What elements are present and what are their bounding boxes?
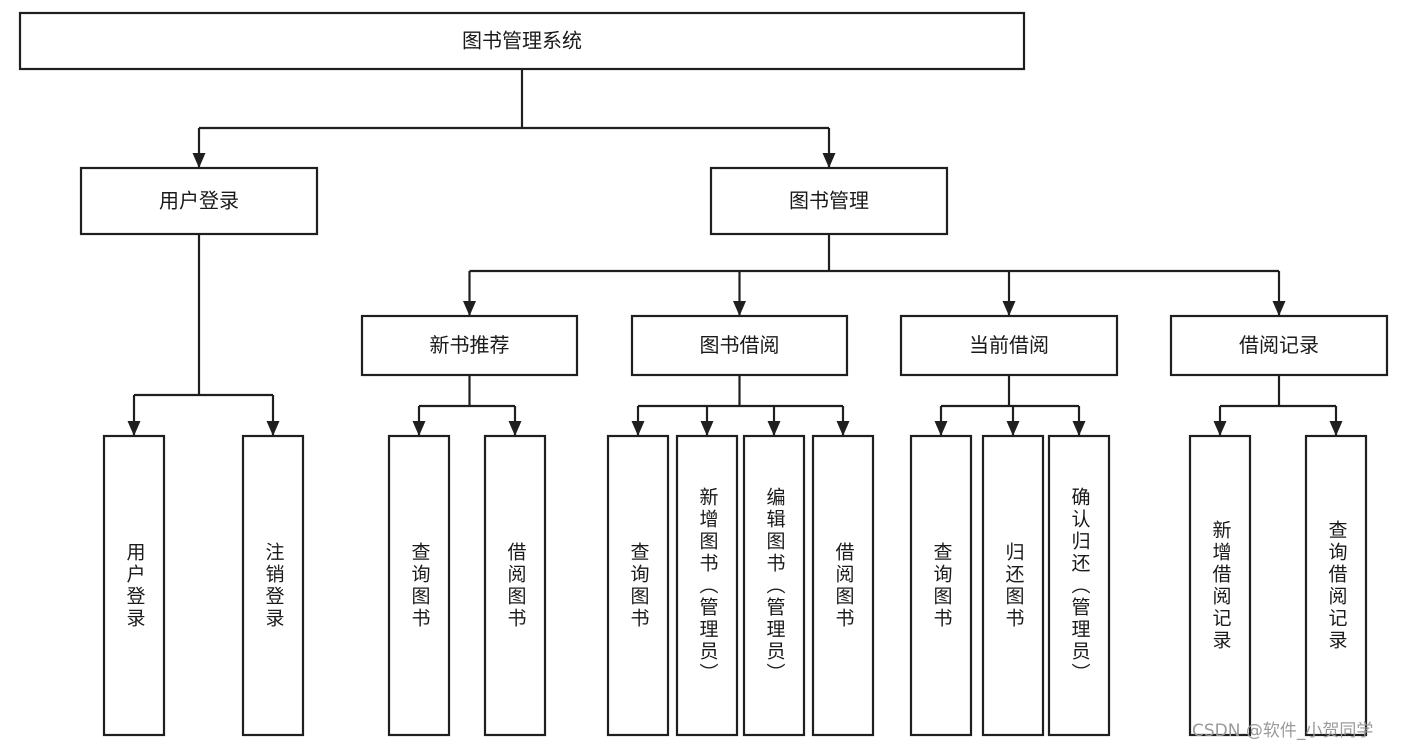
node-box-leaf-logout[interactable] xyxy=(241,434,305,737)
node-label-current-borrow: 当前借阅 xyxy=(969,333,1049,357)
node-label-borrow-record: 借阅记录 xyxy=(1239,333,1319,357)
node-label-book-borrow: 图书借阅 xyxy=(700,333,780,357)
node-box-current-borrow[interactable] xyxy=(899,314,1119,377)
node-box-leaf-query-book-rec[interactable] xyxy=(387,434,451,737)
node-box-leaf-edit-book[interactable] xyxy=(742,434,806,737)
arrow-down-icon-leaf-user-login xyxy=(127,421,141,436)
node-label-user-login: 用户登录 xyxy=(159,189,239,213)
node-box-new-book-rec[interactable] xyxy=(360,314,579,377)
arrow-down-icon-leaf-add-record xyxy=(1213,421,1227,436)
arrow-down-icon-leaf-query-book-rec xyxy=(412,421,426,436)
node-label-book-manage: 图书管理 xyxy=(789,189,869,213)
arrow-down-icon-leaf-borrow-book-rec xyxy=(508,421,522,436)
node-label-root: 图书管理系统 xyxy=(462,29,582,53)
watermark-text: CSDN @软件_小贺同学 xyxy=(1192,721,1374,741)
node-box-user-login[interactable] xyxy=(79,166,319,236)
node-box-book-borrow[interactable] xyxy=(630,314,849,377)
arrow-down-icon-leaf-logout xyxy=(266,421,280,436)
arrow-down-icon-current-borrow xyxy=(1002,301,1016,316)
arrow-down-icon-leaf-return-book xyxy=(1006,421,1020,436)
node-box-leaf-query-book-borrow[interactable] xyxy=(606,434,670,737)
arrow-down-icon-new-book-rec xyxy=(463,301,476,316)
arrow-down-icon-leaf-borrow-book xyxy=(836,421,850,436)
node-box-leaf-borrow-book[interactable] xyxy=(811,434,875,737)
node-box-leaf-borrow-book-rec[interactable] xyxy=(483,434,547,737)
node-box-book-manage[interactable] xyxy=(709,166,949,236)
node-box-leaf-user-login[interactable] xyxy=(102,434,166,737)
arrow-down-icon-borrow-record xyxy=(1272,301,1286,316)
arrow-down-icon-leaf-confirm-return xyxy=(1072,421,1086,436)
boxes-layer xyxy=(18,11,1389,737)
node-label-new-book-rec: 新书推荐 xyxy=(430,333,510,357)
node-box-leaf-add-book[interactable] xyxy=(675,434,739,737)
arrow-down-icon-leaf-edit-book xyxy=(767,421,781,436)
node-box-leaf-add-record[interactable] xyxy=(1188,434,1252,737)
node-box-root[interactable] xyxy=(18,11,1026,71)
arrow-down-icon-book-borrow xyxy=(733,301,746,316)
node-box-leaf-query-book-cur[interactable] xyxy=(909,434,973,737)
node-box-leaf-confirm-return[interactable] xyxy=(1047,434,1111,737)
arrow-down-icon-user-login xyxy=(192,153,206,168)
node-box-leaf-return-book[interactable] xyxy=(981,434,1045,737)
node-box-borrow-record[interactable] xyxy=(1169,314,1389,377)
arrow-down-icon-leaf-query-book-borrow xyxy=(631,421,645,436)
node-box-leaf-query-record[interactable] xyxy=(1304,434,1368,737)
arrow-down-icon-book-manage xyxy=(822,153,836,168)
arrow-down-icon-leaf-add-book xyxy=(700,421,714,436)
edges-layer xyxy=(127,69,1343,436)
arrow-down-icon-leaf-query-book-cur xyxy=(934,421,948,436)
arrow-down-icon-leaf-query-record xyxy=(1329,421,1343,436)
